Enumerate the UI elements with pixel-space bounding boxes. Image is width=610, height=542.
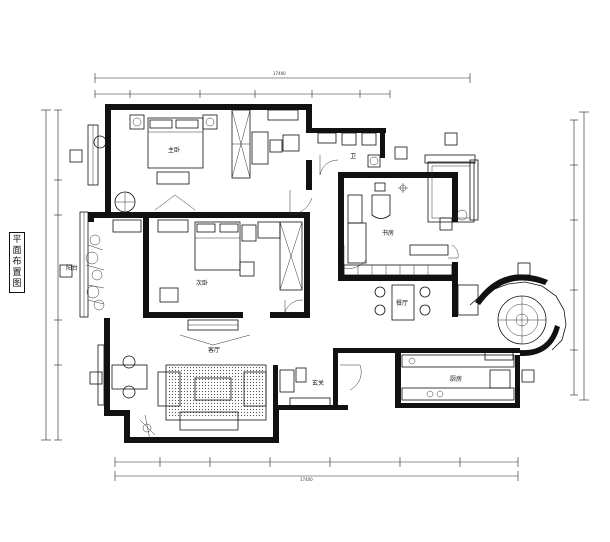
top-right-balcony (427, 161, 475, 223)
second-bedroom: 次卧 (157, 219, 303, 303)
armchair-right (243, 371, 267, 407)
counter-bottom (401, 387, 515, 401)
nightstand-right (202, 114, 218, 130)
kitchen: 厨房 (401, 351, 515, 401)
dimension-right (570, 111, 589, 401)
label-living-room: 客厅 (208, 346, 220, 354)
double-bed (147, 117, 204, 169)
counter-top (401, 354, 515, 368)
label-dining: 餐厅 (396, 299, 408, 307)
plant (93, 135, 107, 149)
dimension-bottom: 17400 (114, 457, 519, 482)
study: 书房 (343, 182, 453, 276)
tv-cabinet (156, 171, 190, 185)
elevation-tags (59, 132, 535, 385)
label-entrance: 玄关 (312, 379, 324, 387)
dimension-top: 17400 (94, 71, 471, 98)
nightstand-left (129, 114, 145, 130)
master-bedroom: 主卧 (93, 109, 300, 213)
living-room: 客厅 (111, 319, 267, 441)
sofa (179, 411, 239, 431)
coffee-table (194, 377, 232, 401)
label-second-bedroom: 次卧 (196, 279, 208, 287)
drawing-title: 平面布置图 (9, 232, 25, 293)
label-kitchen: 厨房 (450, 375, 462, 383)
label-master-bedroom: 主卧 (168, 146, 180, 154)
table-left (111, 364, 148, 390)
bed-secondary (194, 221, 241, 271)
bathroom-top: 卫 (317, 132, 381, 168)
desk (251, 131, 269, 165)
label-study: 书房 (382, 229, 394, 237)
desk-secondary (159, 287, 179, 303)
entrance: 玄关 (279, 367, 331, 407)
dining: 餐厅 (374, 284, 431, 321)
balcony-plants: 阳台 (66, 219, 142, 311)
walls (88, 104, 560, 443)
dimension-top-total: 17400 (273, 71, 286, 76)
dimension-left (41, 109, 62, 441)
label-bathroom: 卫 (350, 153, 356, 160)
dimension-bottom-total: 17400 (300, 477, 313, 482)
armchair-left (157, 371, 181, 407)
dining-table (391, 284, 415, 321)
round-balcony (469, 281, 567, 351)
doors (284, 155, 459, 391)
wardrobe-secondary (279, 221, 303, 291)
